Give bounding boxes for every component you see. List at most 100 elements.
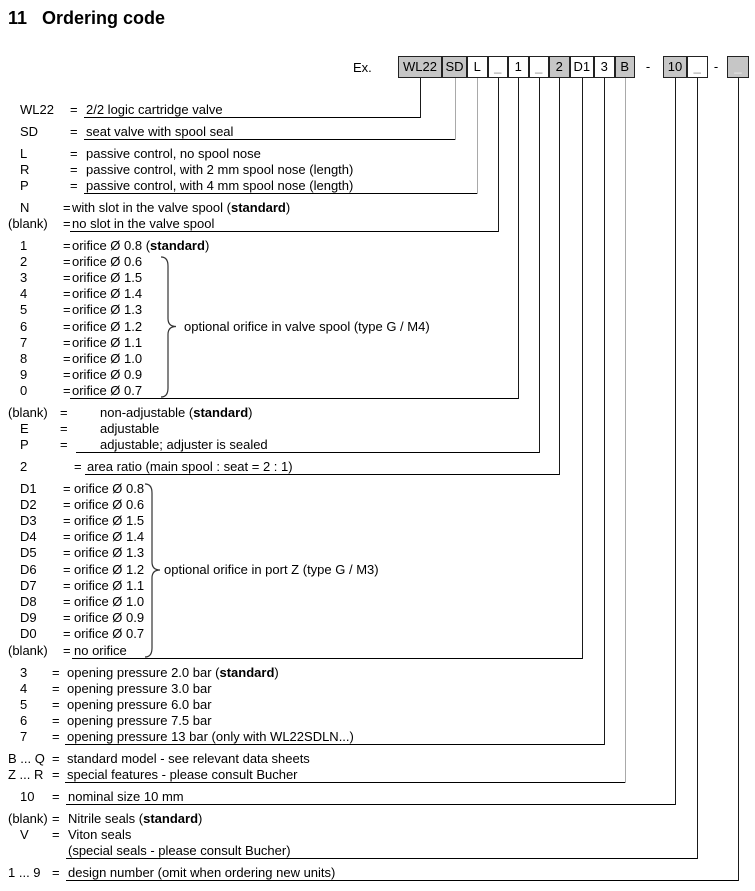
- code-label: D9: [20, 610, 37, 626]
- equals-sign: =: [70, 123, 78, 139]
- code-description: orifice Ø 0.6: [74, 496, 145, 512]
- code-label: D3: [20, 512, 37, 528]
- code-box-b: B: [614, 56, 635, 78]
- code-description: opening pressure 7.5 bar: [67, 713, 212, 729]
- equals-sign: =: [63, 496, 71, 512]
- code-label: 6: [20, 318, 28, 334]
- code-description: orifice Ø 1.1: [74, 577, 145, 593]
- code-description: area ratio (main spool : seat = 2 : 1): [87, 458, 293, 474]
- code-label: D4: [20, 529, 37, 545]
- code-description: Nitrile seals (standard): [68, 810, 203, 826]
- code-label: D0: [20, 626, 37, 642]
- code-label: 9: [20, 367, 28, 383]
- code-description: orifice Ø 1.5: [74, 512, 145, 528]
- connector-line: [420, 78, 421, 118]
- connector-line: [582, 78, 583, 659]
- code-description: orifice Ø 0.7: [74, 626, 145, 642]
- code-label: D8: [20, 593, 37, 609]
- equals-sign: =: [52, 750, 60, 766]
- code-label: L: [20, 145, 28, 161]
- code-label: 1: [20, 237, 28, 253]
- group-underline: [72, 658, 583, 659]
- equals-sign: =: [63, 334, 71, 350]
- equals-sign: =: [63, 215, 71, 231]
- code-description: orifice Ø 1.0: [72, 350, 143, 366]
- code-box-placeholder-3: _: [487, 56, 508, 78]
- code-description: orifice Ø 0.8 (standard): [72, 237, 210, 253]
- group-underline: [65, 744, 605, 745]
- equals-sign: =: [52, 729, 60, 745]
- equals-sign: =: [52, 788, 60, 804]
- equals-sign: =: [63, 269, 71, 285]
- code-description: opening pressure 3.0 bar: [67, 680, 212, 696]
- code-box-l: L: [467, 56, 488, 78]
- equals-sign: =: [52, 810, 60, 826]
- equals-sign: =: [70, 145, 78, 161]
- code-box-wl22: WL22: [398, 56, 442, 78]
- connector-line: [477, 78, 478, 194]
- separator-dash: -: [713, 59, 719, 74]
- code-description: orifice Ø 1.3: [74, 545, 145, 561]
- code-label: 3: [20, 269, 28, 285]
- code-description: adjustable; adjuster is sealed: [100, 436, 268, 452]
- equals-sign: =: [63, 367, 71, 383]
- equals-sign: =: [60, 436, 68, 452]
- standard-flag: standard: [143, 810, 199, 826]
- connector-line: [559, 78, 560, 475]
- group-underline: [70, 231, 499, 232]
- code-label: 8: [20, 350, 28, 366]
- equals-sign: =: [52, 826, 60, 842]
- equals-sign: =: [52, 864, 60, 880]
- code-description: passive control, no spool nose: [86, 145, 261, 161]
- code-label: 5: [20, 302, 28, 318]
- code-box-placeholder-11: _: [687, 56, 708, 78]
- code-description: orifice Ø 1.4: [72, 286, 143, 302]
- code-description: adjustable: [100, 420, 160, 436]
- code-label: P: [20, 177, 29, 193]
- equals-sign: =: [52, 664, 60, 680]
- code-label: 2: [20, 253, 28, 269]
- standard-flag: standard: [219, 664, 275, 680]
- code-label: WL22: [20, 102, 54, 117]
- code-description: orifice Ø 1.2: [72, 318, 143, 334]
- equals-sign: =: [52, 696, 60, 712]
- code-description: orifice Ø 1.2: [74, 561, 145, 577]
- code-description: no slot in the valve spool: [72, 215, 215, 231]
- code-description: passive control, with 2 mm spool nose (l…: [86, 161, 354, 177]
- group-underline: [66, 880, 739, 881]
- connector-line: [738, 78, 739, 881]
- code-label: (blank): [8, 810, 48, 826]
- code-label: D7: [20, 577, 37, 593]
- code-description: (special seals - please consult Bucher): [68, 842, 291, 858]
- equals-sign: =: [63, 577, 71, 593]
- code-label: 4: [20, 286, 28, 302]
- connector-line: [625, 78, 626, 783]
- section-number: 11: [8, 8, 28, 28]
- code-label: D2: [20, 496, 37, 512]
- equals-sign: =: [63, 561, 71, 577]
- code-label: 7: [20, 334, 28, 350]
- connector-line: [697, 78, 698, 859]
- group-underline: [70, 398, 519, 399]
- group-underline: [85, 474, 560, 475]
- code-label: 6: [20, 713, 28, 729]
- code-description: orifice Ø 1.3: [72, 302, 143, 318]
- equals-sign: =: [60, 420, 68, 436]
- code-description: seat valve with spool seal: [86, 123, 234, 139]
- code-label: N: [20, 199, 30, 215]
- equals-sign: =: [60, 404, 68, 420]
- code-label: R: [20, 161, 30, 177]
- equals-sign: =: [63, 545, 71, 561]
- code-label: (blank): [8, 215, 48, 231]
- brace-label: optional orifice in port Z (type G / M3): [164, 562, 379, 577]
- code-label: Z ... R: [8, 766, 44, 782]
- equals-sign: =: [74, 458, 82, 474]
- code-description: Viton seals: [68, 826, 132, 842]
- page-title: Ordering code: [42, 8, 166, 28]
- connector-line: [539, 78, 540, 453]
- code-description: nominal size 10 mm: [68, 788, 184, 804]
- code-description: no orifice: [74, 642, 127, 658]
- equals-sign: =: [70, 102, 78, 117]
- code-box-2: 2: [549, 56, 570, 78]
